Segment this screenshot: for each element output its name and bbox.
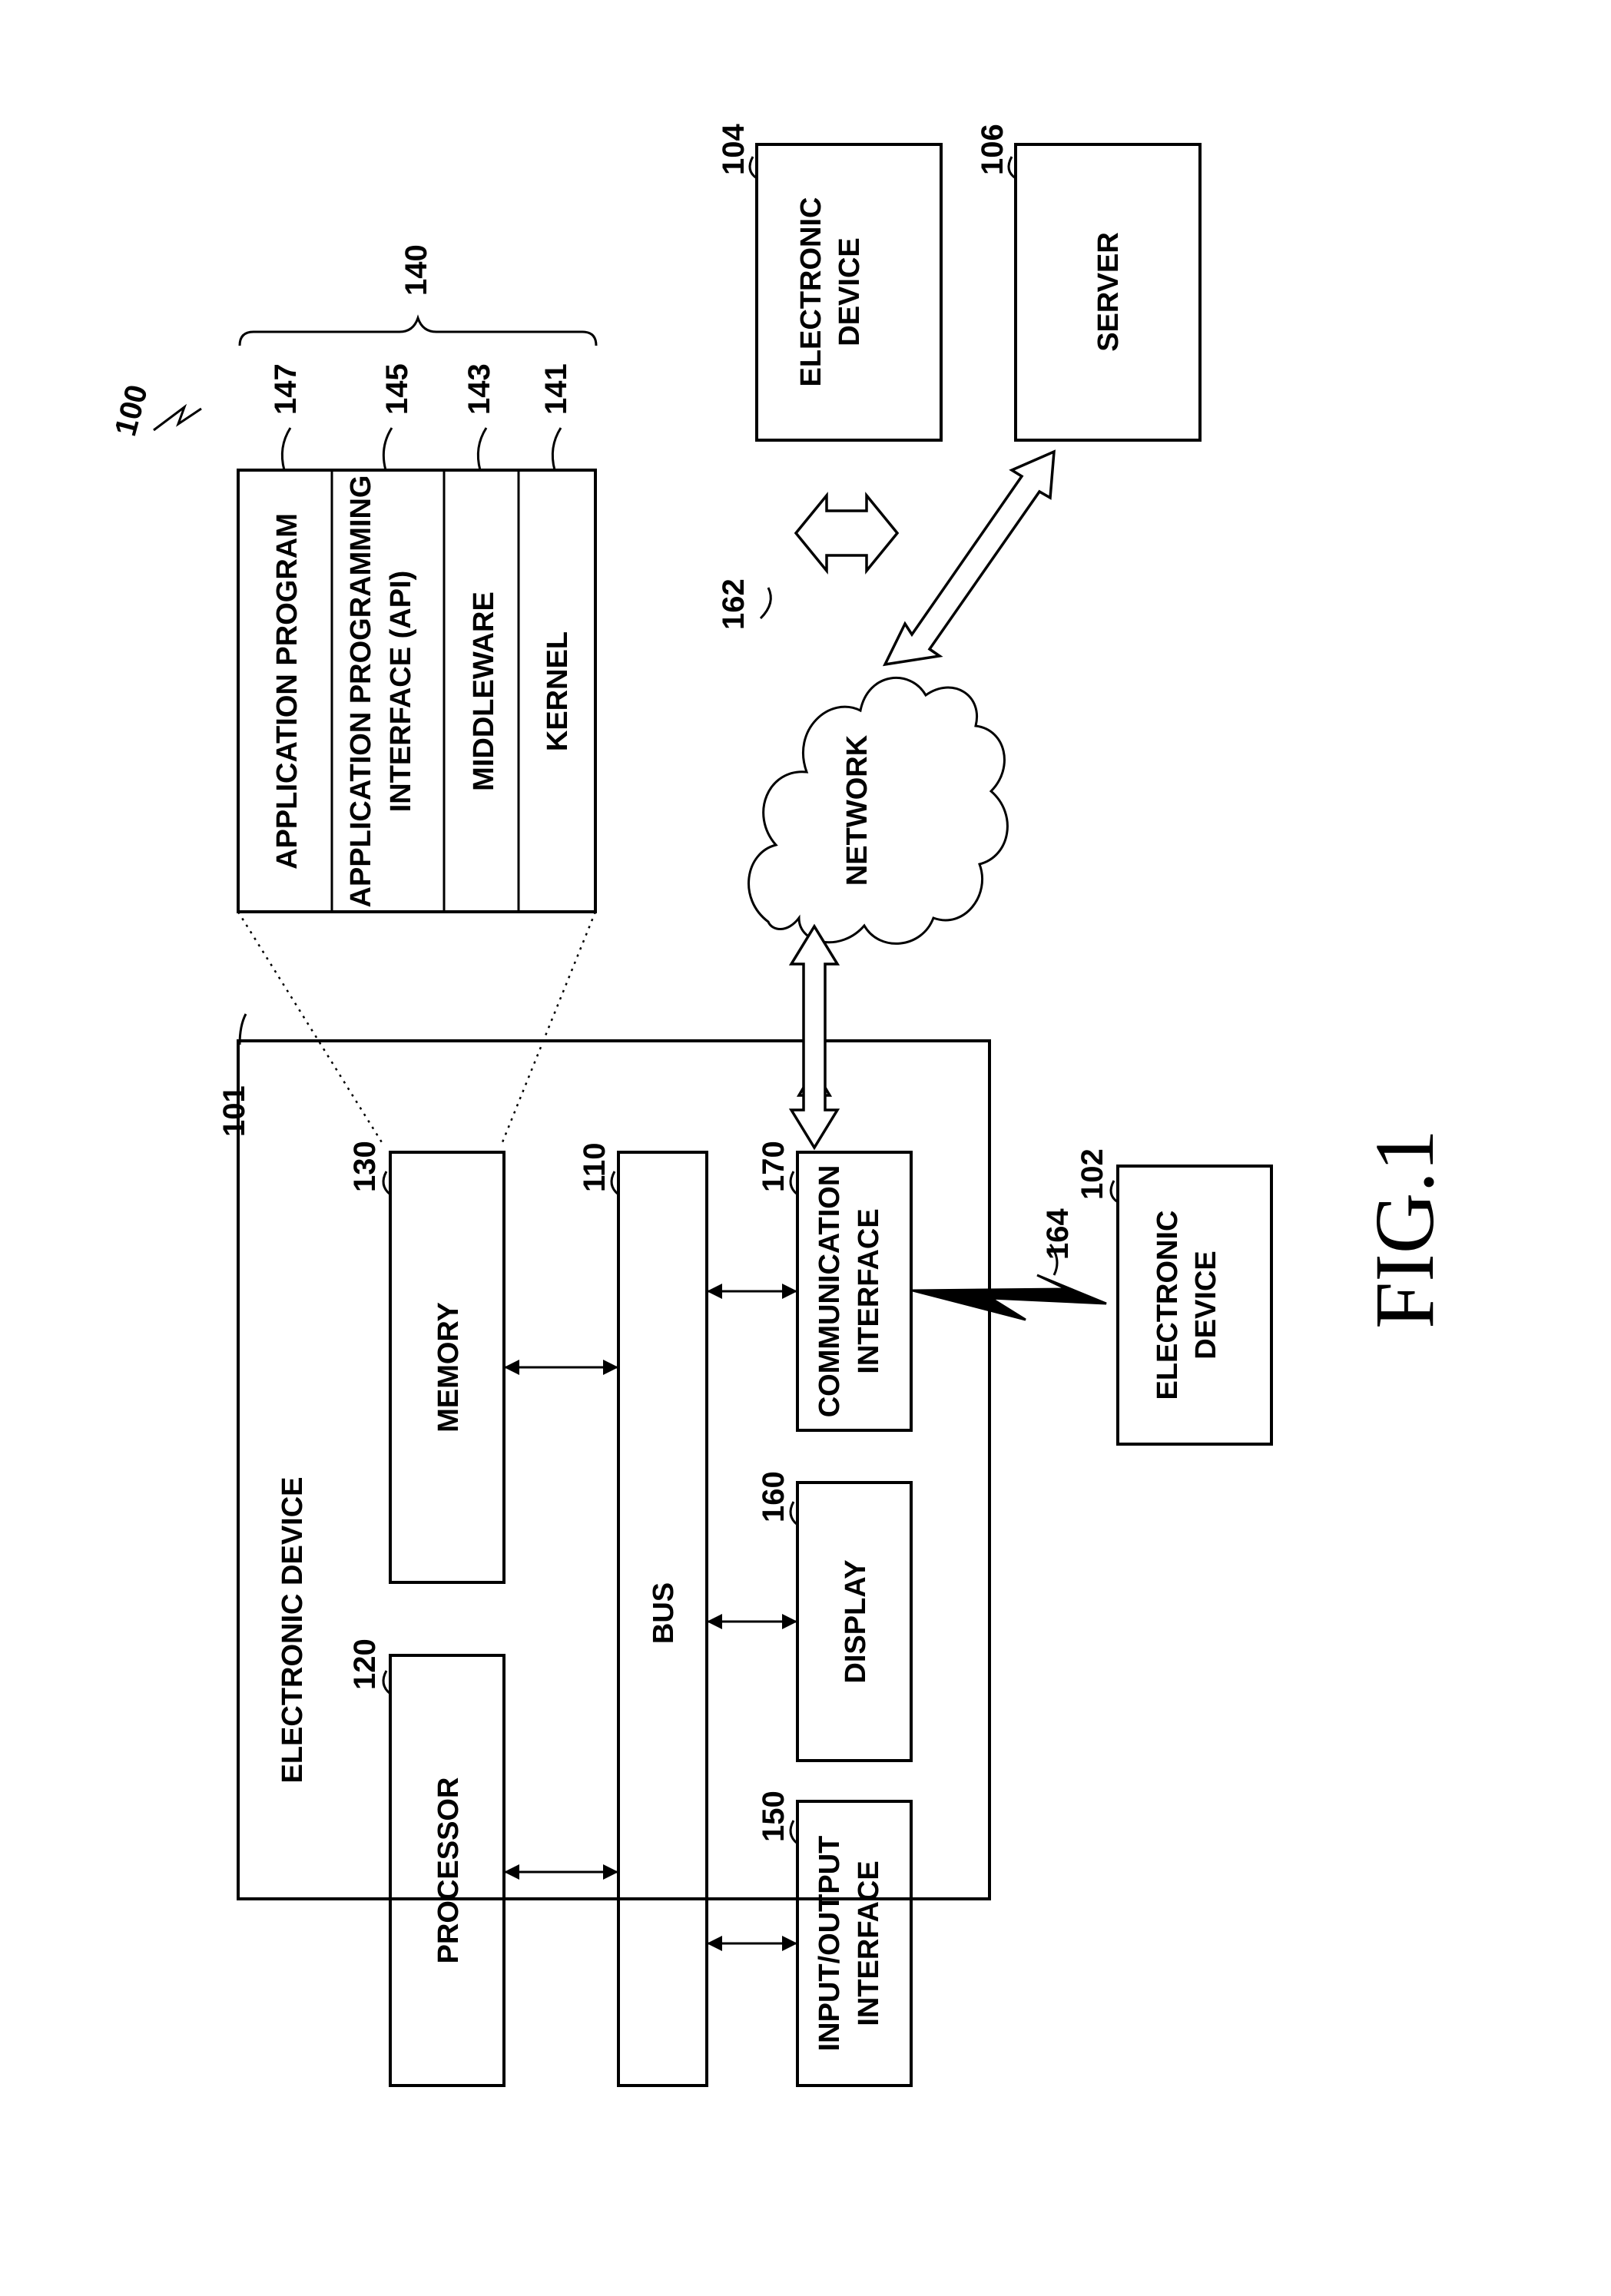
ref-145: 145	[380, 363, 414, 415]
comm-interface-line2: INTERFACE	[853, 1208, 885, 1373]
layer-kernel: KERNEL	[542, 631, 574, 751]
electronic-device-102: ELECTRONIC DEVICE 102	[1076, 1148, 1271, 1444]
wireless-link-164: 164	[913, 1208, 1106, 1320]
memory-label: MEMORY	[433, 1302, 465, 1433]
device-102-line1: ELECTRONIC	[1152, 1211, 1184, 1400]
ref-160: 160	[757, 1471, 791, 1522]
ref-120: 120	[348, 1638, 382, 1690]
ref-100: 100	[108, 381, 154, 439]
software-stack-140: APPLICATION PROGRAM APPLICATION PROGRAMM…	[238, 244, 596, 1146]
io-interface-line2: INTERFACE	[853, 1860, 885, 2026]
ref-143: 143	[462, 363, 496, 415]
ref-150: 150	[757, 1791, 791, 1842]
ref-106: 106	[976, 124, 1009, 175]
ref-140: 140	[399, 244, 433, 296]
ref-110: 110	[578, 1142, 612, 1192]
server-label: SERVER	[1092, 232, 1125, 352]
stack-brace	[240, 318, 596, 346]
layer-api-line1: APPLICATION PROGRAMMING	[345, 475, 377, 908]
ref-141: 141	[539, 363, 573, 415]
memory-block: MEMORY 130	[348, 1141, 504, 1582]
bus-block: BUS 110	[578, 1142, 707, 2086]
io-interface-line1: INPUT/OUTPUT	[814, 1836, 846, 2052]
layer-api-line2: INTERFACE (API)	[385, 571, 417, 813]
ref-102: 102	[1076, 1148, 1109, 1200]
display-block: DISPLAY 160	[757, 1471, 911, 1761]
network-cloud: NETWORK 162	[717, 578, 1007, 943]
device-102-line2: DEVICE	[1190, 1251, 1222, 1359]
ref-162: 162	[717, 578, 751, 630]
ref-164: 164	[1041, 1208, 1075, 1260]
figure-label: FIG.1	[1357, 1129, 1451, 1329]
comm-interface-line1: COMMUNICATION	[814, 1165, 846, 1418]
system-ref-100: 100	[108, 381, 201, 439]
server-106: SERVER 106	[976, 124, 1200, 440]
ref-130: 130	[348, 1141, 382, 1192]
layer-application-program: APPLICATION PROGRAM	[271, 513, 303, 870]
layer-middleware: MIDDLEWARE	[468, 591, 500, 791]
ref-147: 147	[269, 363, 303, 415]
network-connections	[791, 452, 1054, 1148]
ref-170: 170	[757, 1141, 791, 1192]
processor-label: PROCESSOR	[433, 1777, 465, 1964]
device-104-line1: ELECTRONIC	[795, 197, 827, 387]
electronic-device-101-label: ELECTRONIC DEVICE	[277, 1476, 309, 1783]
device-104-line2: DEVICE	[834, 237, 866, 346]
display-label: DISPLAY	[840, 1559, 872, 1683]
processor-block: PROCESSOR 120	[348, 1638, 504, 2086]
electronic-device-104: ELECTRONIC DEVICE 104	[717, 124, 941, 440]
ref-104: 104	[717, 124, 751, 175]
io-interface-block: INPUT/OUTPUT INTERFACE 150	[757, 1791, 911, 2086]
ref-101: 101	[217, 1085, 251, 1137]
communication-interface-block: COMMUNICATION INTERFACE 170	[757, 1141, 911, 1430]
bus-label: BUS	[648, 1582, 680, 1644]
network-label: NETWORK	[841, 734, 873, 886]
